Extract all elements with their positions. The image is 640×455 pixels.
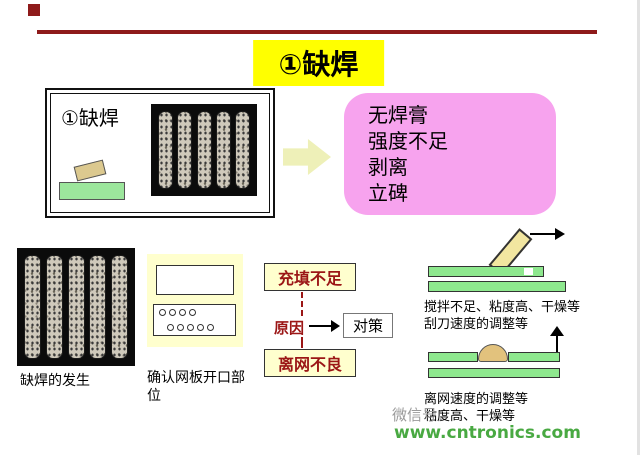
solder-pad	[45, 255, 63, 359]
site-watermark: www.cntronics.com	[394, 423, 581, 443]
squeegee-note-line2: 刮刀速度的调整等	[424, 317, 529, 332]
aperture-icon	[197, 324, 204, 331]
stencil-opening-icon	[524, 268, 533, 275]
right-arrow-icon	[530, 228, 566, 240]
aperture-icon	[187, 324, 194, 331]
pcb-pad-icon	[59, 182, 125, 200]
release-note-line1: 离网速度的调整等	[424, 392, 529, 407]
stencil-apertures-icon	[153, 304, 236, 336]
aperture-icon	[207, 324, 214, 331]
solder-pad	[111, 255, 128, 359]
solder-pad	[177, 111, 193, 189]
stencil-check-panel	[147, 254, 243, 347]
arrow-shaft	[530, 233, 556, 235]
result-line: 强度不足	[368, 129, 448, 153]
solder-pad	[24, 255, 41, 359]
defect-label: ①缺焊	[61, 106, 119, 130]
pcb-layer-icon	[428, 281, 566, 292]
cause-to-measure-arrow-icon	[309, 320, 341, 332]
solder-pad	[89, 255, 107, 359]
arrow-shaft	[309, 325, 332, 327]
aperture-icon	[189, 309, 196, 316]
aperture-icon	[169, 309, 176, 316]
squeegee-diagram	[428, 226, 573, 298]
squeegee-note-line1: 搅拌不足、粘度高、干燥等	[424, 300, 581, 315]
solder-pad	[67, 255, 85, 359]
result-line: 立碑	[368, 181, 408, 205]
bullet-square-icon	[28, 4, 40, 16]
solder-deposit-icon	[478, 344, 508, 362]
solder-pad-photo-large	[17, 248, 135, 366]
right-block-arrow-icon	[283, 139, 331, 175]
aperture-icon	[159, 309, 166, 316]
result-line: 无焊膏	[368, 103, 428, 127]
stencil-caption: 确认网板开口部位	[147, 370, 245, 404]
aperture-icon	[179, 309, 186, 316]
solder-pad	[196, 111, 212, 189]
stencil-layer-icon	[428, 266, 544, 277]
measure-label: 对策	[343, 313, 393, 338]
stencil-layer-icon	[428, 352, 478, 362]
result-line: 剥离	[368, 155, 408, 179]
aperture-row	[167, 324, 230, 331]
page-title: ①缺焊	[252, 40, 385, 86]
solder-pad	[215, 111, 231, 189]
arrow-head	[550, 326, 564, 336]
cause-box-fill-shortage: 充填不足	[264, 263, 356, 291]
defect-sample-panel: ①缺焊	[45, 88, 275, 218]
cause-label: 原因	[274, 319, 305, 337]
stencil-release-diagram	[428, 326, 568, 392]
result-list-panel: 无焊膏 强度不足 剥离 立碑	[344, 93, 556, 215]
stencil-board-icon	[156, 265, 234, 295]
aperture-row	[159, 309, 230, 316]
title-divider	[37, 30, 597, 34]
aperture-icon	[167, 324, 174, 331]
defect-sample-panel-inner-border	[50, 93, 270, 213]
wechat-watermark: 微信号：	[392, 406, 453, 424]
stencil-layer-icon	[508, 352, 560, 362]
aperture-icon	[177, 324, 184, 331]
up-arrow-icon	[550, 326, 564, 352]
arrow-shaft	[556, 334, 558, 352]
solder-pad	[235, 111, 250, 189]
dashed-connector	[301, 292, 303, 316]
pcb-layer-icon	[428, 368, 560, 378]
photo-caption: 缺焊的发生	[20, 373, 90, 389]
arrow-head	[331, 320, 340, 332]
release-note-line2: 粘度高、干燥等	[424, 409, 516, 424]
cause-box-release-failure: 离网不良	[264, 349, 356, 377]
arrow-head	[555, 228, 565, 240]
solder-pad	[158, 111, 173, 189]
solder-pad-photo-small	[151, 104, 257, 196]
dashed-connector	[301, 337, 303, 348]
